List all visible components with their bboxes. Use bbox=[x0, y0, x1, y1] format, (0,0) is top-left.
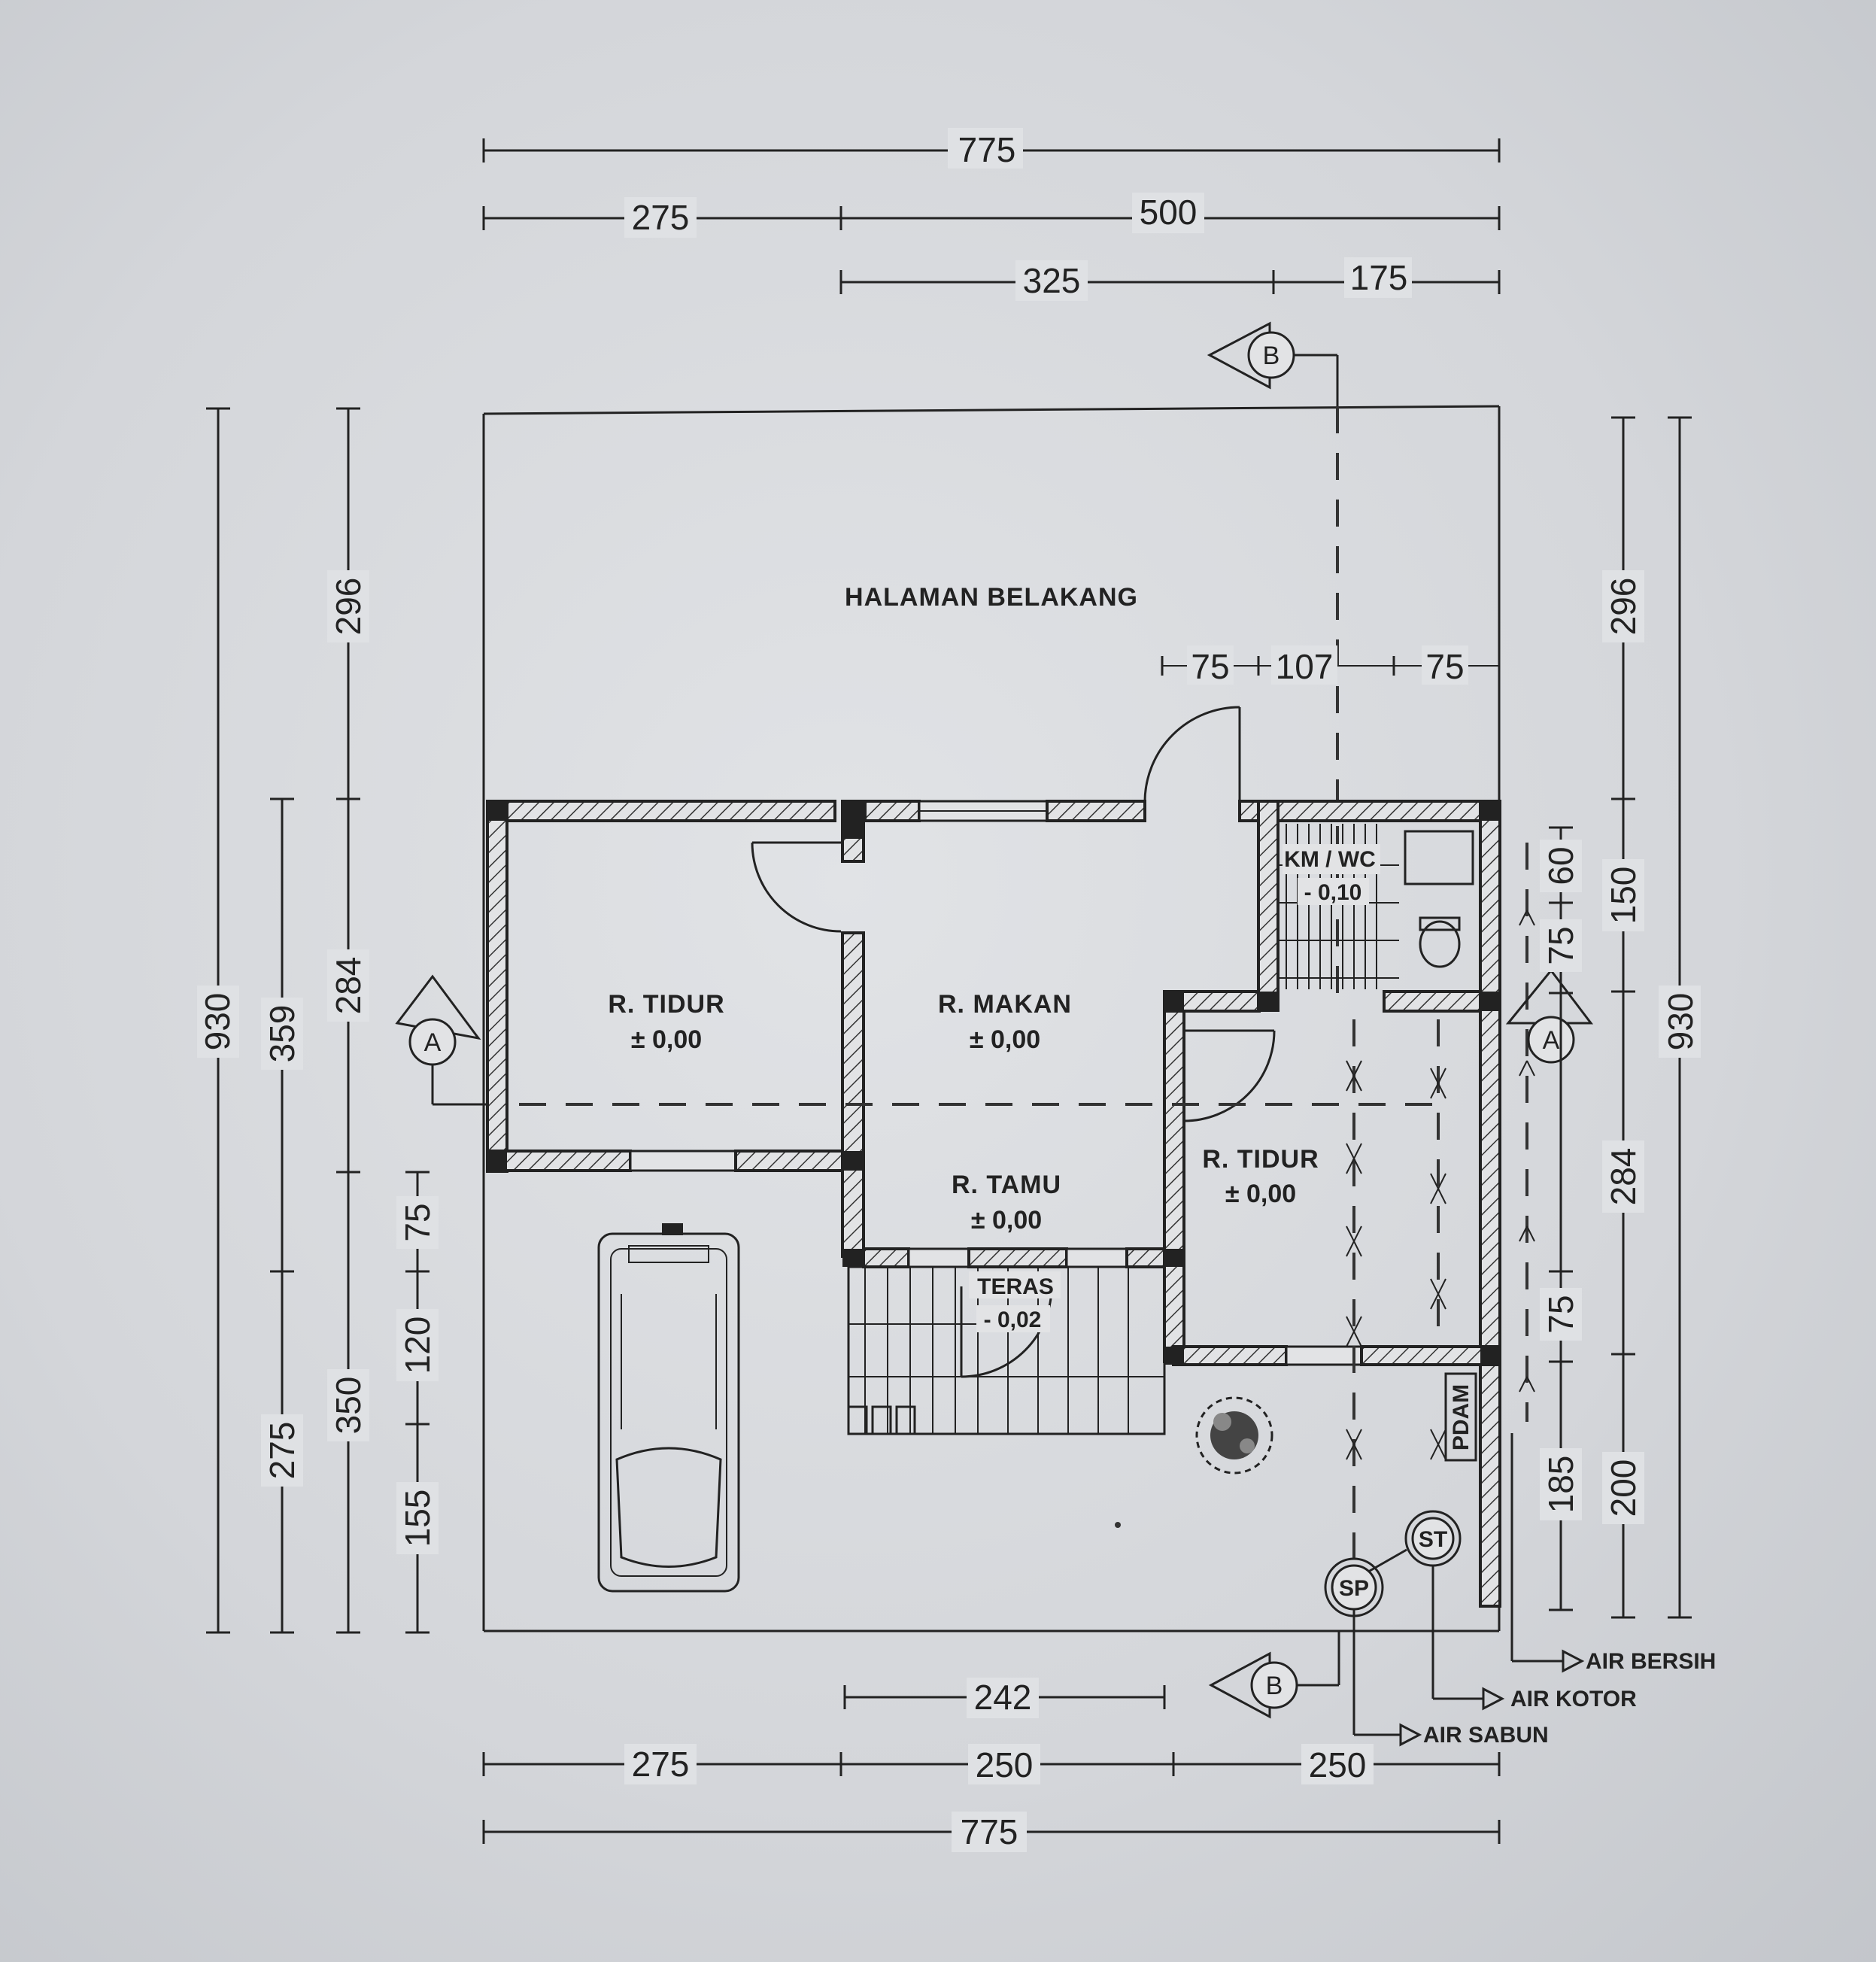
room-level-dining: ± 0,00 bbox=[970, 1025, 1040, 1054]
section-label-b-top: B bbox=[1263, 342, 1280, 370]
seepage-well-label: SP bbox=[1339, 1576, 1369, 1601]
section-label-a-right: A bbox=[1543, 1026, 1560, 1055]
top-dimensions: 775 275 500 325 175 bbox=[482, 128, 1501, 301]
dim-door-left: 75 bbox=[1191, 647, 1229, 686]
dim-left-total: 930 bbox=[198, 993, 237, 1051]
room-level-terrace: - 0,02 bbox=[984, 1307, 1042, 1332]
bathroom: KM / WC - 0,10 bbox=[1278, 824, 1474, 989]
legend-clean-water: AIR BERSIH bbox=[1586, 1649, 1716, 1674]
legend-soap-water: AIR SABUN bbox=[1423, 1723, 1549, 1748]
room-label-bedroom-left: R. TIDUR bbox=[608, 990, 724, 1019]
dim-top-total: 775 bbox=[958, 130, 1016, 169]
terrace: TERAS - 0,02 bbox=[847, 1265, 1166, 1435]
room-level-bedroom-right: ± 0,00 bbox=[1225, 1180, 1296, 1208]
section-label-b-bottom: B bbox=[1266, 1672, 1283, 1700]
dim-door-mid: 107 bbox=[1276, 647, 1334, 686]
dim-bottom-left: 275 bbox=[632, 1745, 690, 1784]
walls bbox=[486, 800, 1501, 1608]
dim-left-back: 296 bbox=[329, 578, 368, 636]
dim-right-back: 296 bbox=[1604, 578, 1643, 636]
dim-left-front: 350 bbox=[329, 1377, 368, 1435]
section-marker-a-left: A bbox=[395, 974, 487, 1106]
room-label-dining: R. MAKAN bbox=[938, 990, 1072, 1019]
dim-top-end: 175 bbox=[1350, 258, 1408, 297]
toilet-icon bbox=[1419, 916, 1461, 968]
tree-icon bbox=[1195, 1396, 1273, 1475]
dim-bottom-terrace: 242 bbox=[974, 1678, 1032, 1717]
dim-right-middle: 284 bbox=[1604, 1148, 1643, 1206]
dim-left-a: 75 bbox=[398, 1203, 437, 1241]
utility-legend: AIR BERSIH AIR KOTOR AIR SABUN bbox=[1423, 1649, 1716, 1748]
dim-right-c: 75 bbox=[1541, 1295, 1580, 1333]
dim-left-upper: 359 bbox=[263, 1005, 302, 1063]
bottom-dimensions: 242 275 250 250 775 bbox=[482, 1678, 1501, 1852]
seepage-well-icon: SP bbox=[1324, 1557, 1384, 1617]
dim-top-mid: 325 bbox=[1023, 261, 1081, 300]
pdam-label: PDAM bbox=[1449, 1384, 1474, 1450]
dim-right-total: 930 bbox=[1661, 993, 1700, 1051]
legend-dirty-water: AIR KOTOR bbox=[1510, 1687, 1637, 1711]
right-dimensions: 930 296 150 284 200 60 75 75 185 bbox=[1540, 416, 1701, 1619]
room-label-bedroom-right: R. TIDUR bbox=[1202, 1145, 1319, 1174]
dim-left-middle: 284 bbox=[329, 957, 368, 1015]
dim-right-upper: 150 bbox=[1604, 867, 1643, 925]
dim-right-front: 200 bbox=[1604, 1459, 1643, 1517]
room-label-backyard: HALAMAN BELAKANG bbox=[845, 583, 1138, 612]
door-dimensions: 75 107 75 bbox=[1161, 645, 1499, 686]
section-marker-b-top: B bbox=[1207, 321, 1339, 406]
survey-dot bbox=[1115, 1522, 1121, 1528]
car-icon bbox=[597, 1223, 740, 1593]
section-label-a-left: A bbox=[424, 1028, 442, 1057]
piping bbox=[1346, 843, 1585, 1747]
dim-bottom-total: 775 bbox=[961, 1812, 1018, 1851]
dim-right-a: 60 bbox=[1541, 846, 1580, 885]
septic-tank-icon: ST bbox=[1404, 1510, 1462, 1567]
room-level-living: ± 0,00 bbox=[971, 1206, 1042, 1235]
dim-right-d: 185 bbox=[1541, 1456, 1580, 1514]
dim-top-left: 275 bbox=[632, 198, 690, 237]
room-label-living: R. TAMU bbox=[952, 1171, 1061, 1199]
section-marker-b-bottom: B bbox=[1208, 1631, 1340, 1719]
dim-bottom-right: 250 bbox=[1309, 1745, 1367, 1784]
dim-door-right: 75 bbox=[1425, 647, 1464, 686]
section-marker-a-right: A bbox=[1505, 968, 1594, 1064]
dim-left-lower: 275 bbox=[263, 1422, 302, 1480]
left-dimensions: 930 359 275 296 284 350 75 120 155 bbox=[197, 407, 439, 1634]
room-label-bath: KM / WC bbox=[1284, 847, 1376, 872]
room-level-bedroom-left: ± 0,00 bbox=[631, 1025, 702, 1054]
dim-left-b: 120 bbox=[398, 1317, 437, 1374]
room-level-bath: - 0,10 bbox=[1304, 880, 1362, 905]
dim-top-right: 500 bbox=[1140, 193, 1198, 232]
dim-bottom-mid: 250 bbox=[976, 1745, 1034, 1784]
septic-tank-label: ST bbox=[1419, 1527, 1447, 1552]
dim-left-c: 155 bbox=[398, 1490, 437, 1547]
pdam-meter: PDAM bbox=[1444, 1372, 1477, 1462]
dim-right-b: 75 bbox=[1541, 926, 1580, 964]
room-label-terrace: TERAS bbox=[977, 1274, 1054, 1299]
